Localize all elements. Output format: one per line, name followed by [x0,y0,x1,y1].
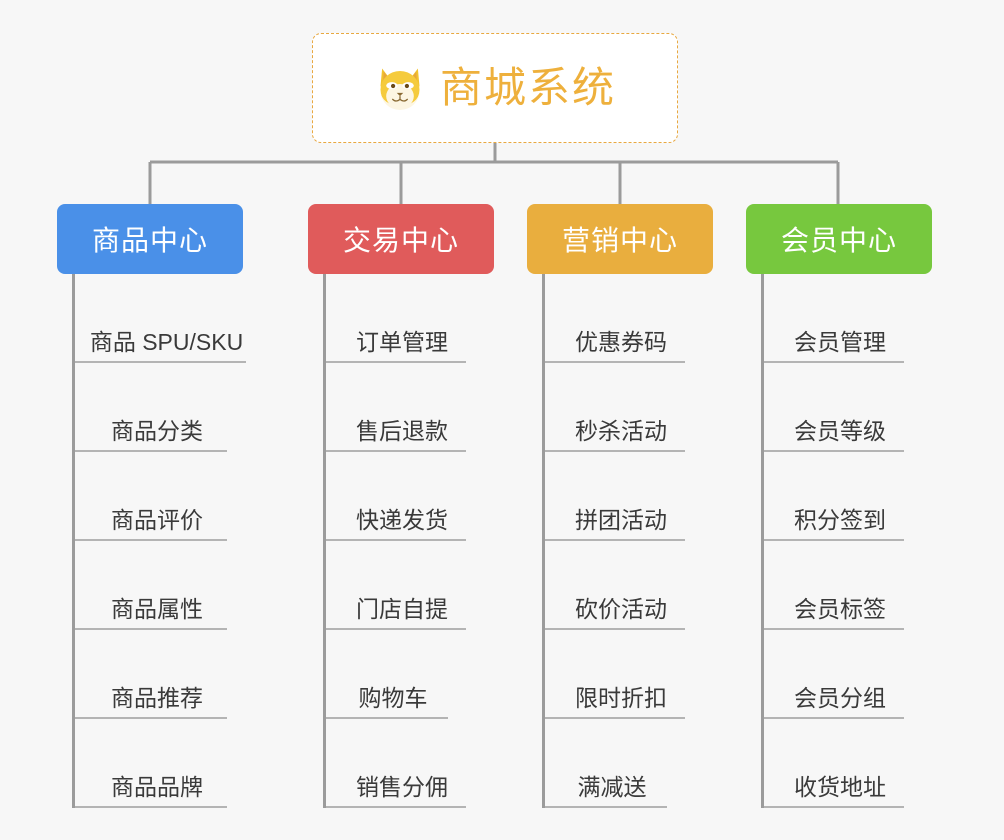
leaf-label: 商品 SPU/SKU [89,328,244,355]
leaf-item[interactable]: 购物车 [326,630,448,719]
branch-column-product: 商品中心 商品 SPU/SKU 商品分类 商品评价 商品属性 商品推荐 商品品牌 [57,204,246,808]
leaf-list-trade: 订单管理 售后退款 快递发货 门店自提 购物车 销售分佣 [323,274,494,808]
leaf-item[interactable]: 商品分类 [75,363,227,452]
leaf-item[interactable]: 拼团活动 [545,452,685,541]
leaf-item[interactable]: 销售分佣 [326,719,466,808]
leaf-item[interactable]: 订单管理 [326,280,466,363]
leaf-label: 收货地址 [794,773,886,800]
leaf-label: 秒杀活动 [575,417,667,444]
leaf-item[interactable]: 会员分组 [764,630,904,719]
leaf-label: 销售分佣 [356,773,448,800]
leaf-item[interactable]: 快递发货 [326,452,466,541]
leaf-item[interactable]: 商品评价 [75,452,227,541]
leaf-item[interactable]: 限时折扣 [545,630,685,719]
branch-header-label: 商品中心 [91,225,208,256]
leaf-label: 积分签到 [794,506,886,533]
branch-column-member: 会员中心 会员管理 会员等级 积分签到 会员标签 会员分组 收货地址 [746,204,932,808]
leaf-label: 砍价活动 [575,595,667,622]
branch-header-trade[interactable]: 交易中心 [308,204,494,274]
root-node[interactable]: 商城系统 [312,33,678,143]
leaf-list-marketing: 优惠券码 秒杀活动 拼团活动 砍价活动 限时折扣 满减送 [542,274,713,808]
leaf-label: 订单管理 [356,328,448,355]
branch-column-marketing: 营销中心 优惠券码 秒杀活动 拼团活动 砍价活动 限时折扣 满减送 [527,204,713,808]
branch-header-member[interactable]: 会员中心 [746,204,932,274]
branch-header-product[interactable]: 商品中心 [57,204,243,274]
leaf-label: 售后退款 [356,417,448,444]
leaf-label: 满减送 [577,773,647,800]
leaf-label: 商品评价 [111,506,203,533]
root-title: 商城系统 [439,64,616,111]
leaf-label: 商品分类 [111,417,203,444]
shiba-dog-face-icon [380,68,420,110]
leaf-item[interactable]: 秒杀活动 [545,363,685,452]
leaf-item[interactable]: 满减送 [545,719,667,808]
branch-header-label: 营销中心 [561,225,678,256]
leaf-item[interactable]: 会员等级 [764,363,904,452]
branch-column-trade: 交易中心 订单管理 售后退款 快递发货 门店自提 购物车 销售分佣 [308,204,494,808]
leaf-label: 拼团活动 [575,506,667,533]
leaf-label: 限时折扣 [575,684,667,711]
leaf-list-product: 商品 SPU/SKU 商品分类 商品评价 商品属性 商品推荐 商品品牌 [72,274,246,808]
leaf-label: 会员管理 [794,328,886,355]
leaf-item[interactable]: 会员标签 [764,541,904,630]
leaf-label: 会员标签 [794,595,886,622]
leaf-label: 会员分组 [794,684,886,711]
leaf-item[interactable]: 商品品牌 [75,719,227,808]
leaf-item[interactable]: 积分签到 [764,452,904,541]
leaf-label: 门店自提 [356,595,448,622]
leaf-label: 优惠券码 [575,328,667,355]
leaf-item[interactable]: 商品推荐 [75,630,227,719]
branch-header-label: 交易中心 [342,225,459,256]
leaf-label: 会员等级 [794,417,886,444]
leaf-label: 购物车 [358,684,428,711]
leaf-item[interactable]: 售后退款 [326,363,466,452]
leaf-item[interactable]: 会员管理 [764,280,904,363]
leaf-item[interactable]: 商品 SPU/SKU [75,280,246,363]
branch-header-marketing[interactable]: 营销中心 [527,204,713,274]
leaf-item[interactable]: 门店自提 [326,541,466,630]
branch-header-label: 会员中心 [780,225,897,256]
leaf-list-member: 会员管理 会员等级 积分签到 会员标签 会员分组 收货地址 [761,274,932,808]
leaf-label: 商品属性 [111,595,203,622]
leaf-item[interactable]: 优惠券码 [545,280,685,363]
leaf-label: 快递发货 [356,506,448,533]
leaf-item[interactable]: 砍价活动 [545,541,685,630]
leaf-label: 商品品牌 [111,773,203,800]
leaf-label: 商品推荐 [111,684,203,711]
leaf-item[interactable]: 商品属性 [75,541,227,630]
leaf-item[interactable]: 收货地址 [764,719,904,808]
